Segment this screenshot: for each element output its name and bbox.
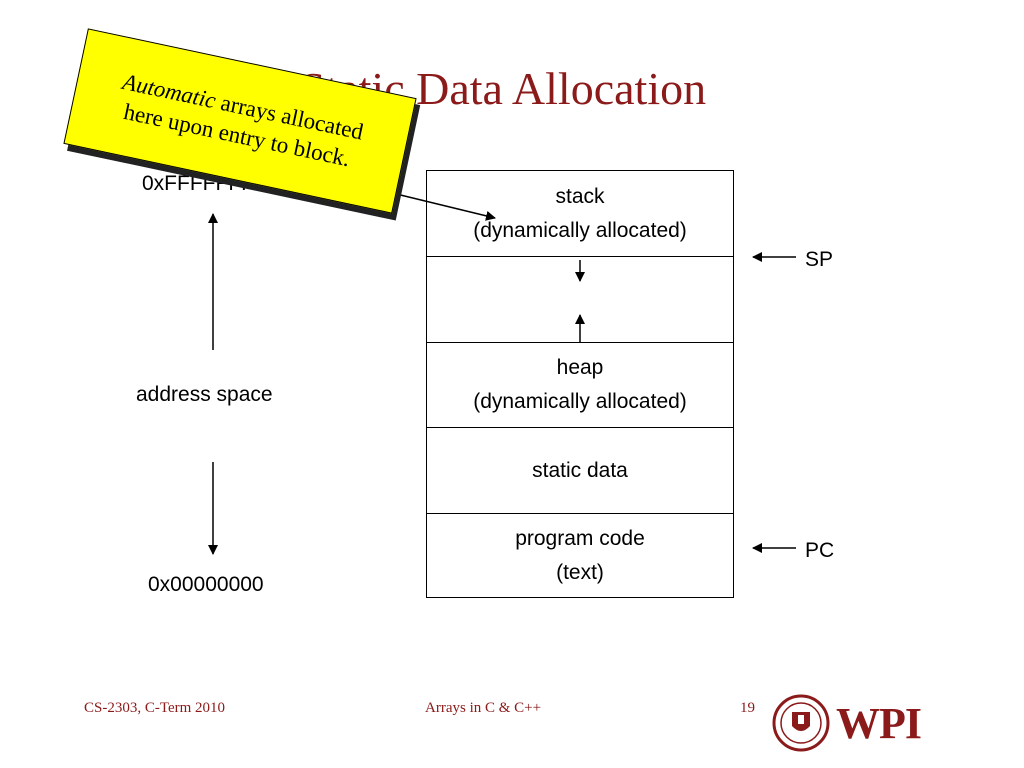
static-data-label: static data (532, 458, 628, 482)
footer-topic: Arrays in C & C++ (425, 700, 542, 716)
stack-label: stack (555, 184, 605, 208)
address-bottom-label: 0x00000000 (148, 573, 264, 596)
footer-course: CS-2303, C-Term 2010 (84, 700, 226, 716)
footer-page-number: 19 (740, 700, 755, 716)
program-code-segment: program code (text) (427, 514, 733, 598)
heap-label: heap (556, 356, 604, 379)
stack-sublabel: (dynamically allocated) (473, 218, 687, 242)
static-data-segment: static data (427, 428, 733, 514)
pc-label: PC (805, 539, 835, 562)
wpi-logo-text: WPI (836, 699, 922, 748)
program-code-label: program code (515, 527, 645, 550)
program-code-sublabel: (text) (556, 561, 604, 584)
free-segment (427, 257, 733, 343)
heap-segment: heap (dynamically allocated) (427, 343, 733, 428)
wpi-seal-logo (772, 694, 830, 752)
heap-sublabel: (dynamically allocated) (473, 390, 687, 413)
memory-layout: stack (dynamically allocated) heap (dyna… (426, 170, 734, 598)
address-space-label: address space (136, 383, 273, 406)
stack-segment: stack (dynamically allocated) (427, 171, 733, 257)
callout-pointer-arrow (383, 190, 496, 221)
sp-label: SP (805, 248, 834, 271)
